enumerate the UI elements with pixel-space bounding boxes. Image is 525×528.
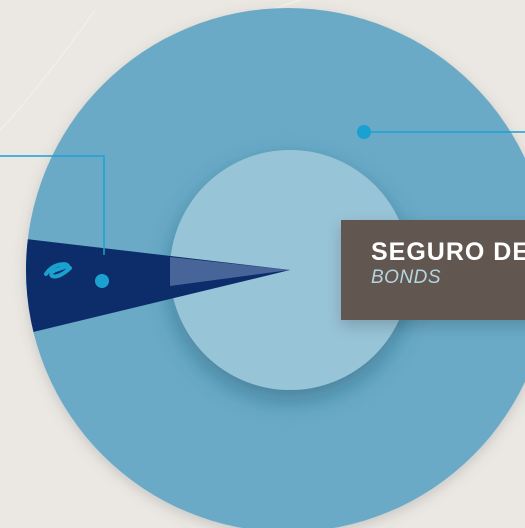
wedge-segment (26, 236, 290, 340)
label-title: SEGURO DE (371, 238, 525, 266)
label-subtitle: BONDS (371, 267, 442, 288)
background-arc (0, 9, 96, 131)
wedge-leader-line (0, 155, 105, 255)
label-box: SEGURO DE BONDS (341, 220, 525, 320)
outer-marker-dot (357, 125, 371, 139)
wedge-marker-dot (95, 274, 109, 288)
wedge-overlap (170, 257, 290, 286)
company-logo-icon (44, 262, 72, 279)
